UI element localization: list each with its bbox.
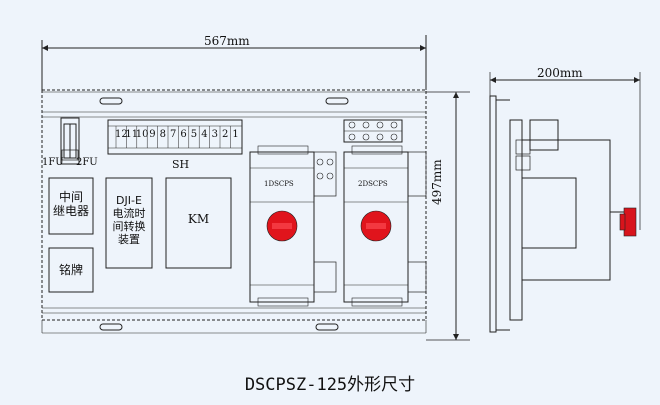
switch-1-screw-2 (326, 158, 334, 166)
terminal-number: 9 (149, 129, 156, 140)
mount-slot-bottom-right (315, 323, 339, 331)
switch-1-top-cap (257, 145, 309, 155)
switch-2-label: 2DSCPS (358, 180, 388, 188)
side-inner-block (521, 177, 577, 249)
switch-1-screw-4 (326, 172, 334, 180)
nameplate-label: 铭牌 (58, 263, 83, 277)
nameplate-box (48, 247, 94, 293)
mount-slot-top-right (325, 97, 349, 105)
switch-2-bottom-cap (351, 297, 403, 307)
mount-slot-bottom-left (99, 323, 123, 331)
switch-1-aux-bottom (313, 261, 337, 293)
transfer-device-box (105, 177, 153, 269)
panel-outline (41, 89, 427, 321)
switch-2-aux-bottom (407, 261, 427, 293)
fuse-2-label: 2FU (76, 157, 98, 168)
side-terminal-1 (515, 139, 531, 155)
switch-1-screw-1 (316, 158, 324, 166)
mount-slot-top-left (99, 97, 123, 105)
terminal-strip-label: SH (172, 158, 190, 171)
relay-box (48, 177, 94, 235)
terminal-number: 10 (135, 129, 149, 140)
switch-2-aux-top (407, 151, 427, 197)
contactor-label: KM (187, 212, 210, 226)
side-body (521, 139, 611, 281)
fuse-1-label: 1FU (42, 157, 64, 168)
switch-1-bottom-cap (257, 297, 309, 307)
side-top-terminal (529, 119, 559, 151)
switch-1-aux-top (313, 151, 337, 197)
side-handle (623, 207, 637, 237)
terminal-number: 1 (232, 129, 239, 140)
fuse-holder (60, 117, 80, 165)
depth-dimension-label: 200mm (537, 66, 583, 80)
relay-label: 中间继电器 (52, 190, 89, 218)
terminal-number: 8 (159, 129, 166, 140)
side-mount-plate (489, 95, 497, 333)
side-handle-neck (619, 213, 626, 231)
terminal-number: 5 (190, 129, 198, 140)
terminal-ticks (115, 126, 231, 148)
diagram-caption: DSCPSZ-125外形尺寸 (244, 375, 416, 395)
terminal-strip (107, 119, 243, 155)
terminal-number: 2 (222, 129, 229, 140)
terminal-number: 3 (211, 129, 218, 140)
height-dimension-label: 497mm (430, 159, 444, 205)
switch-2-body (343, 151, 409, 303)
terminal-number: 4 (201, 129, 208, 140)
busbar-screws (348, 121, 398, 141)
terminal-number: 7 (170, 129, 177, 140)
switch-1-body (249, 151, 315, 303)
terminal-number: 6 (180, 129, 187, 140)
switch-1-screw-3 (316, 172, 324, 180)
side-terminal-2 (515, 155, 531, 171)
fuse-base (61, 149, 79, 161)
terminal-number: 12 (115, 129, 128, 140)
switch-1-label: 1DSCPS (264, 180, 294, 188)
width-dimension-label: 567mm (204, 34, 250, 48)
switch-1-knob-highlight (272, 223, 292, 229)
contactor-box (165, 177, 232, 269)
switch-2-top-cap (351, 145, 403, 155)
terminal-number: 11 (125, 129, 139, 140)
switch-2-knob-highlight (366, 223, 386, 229)
